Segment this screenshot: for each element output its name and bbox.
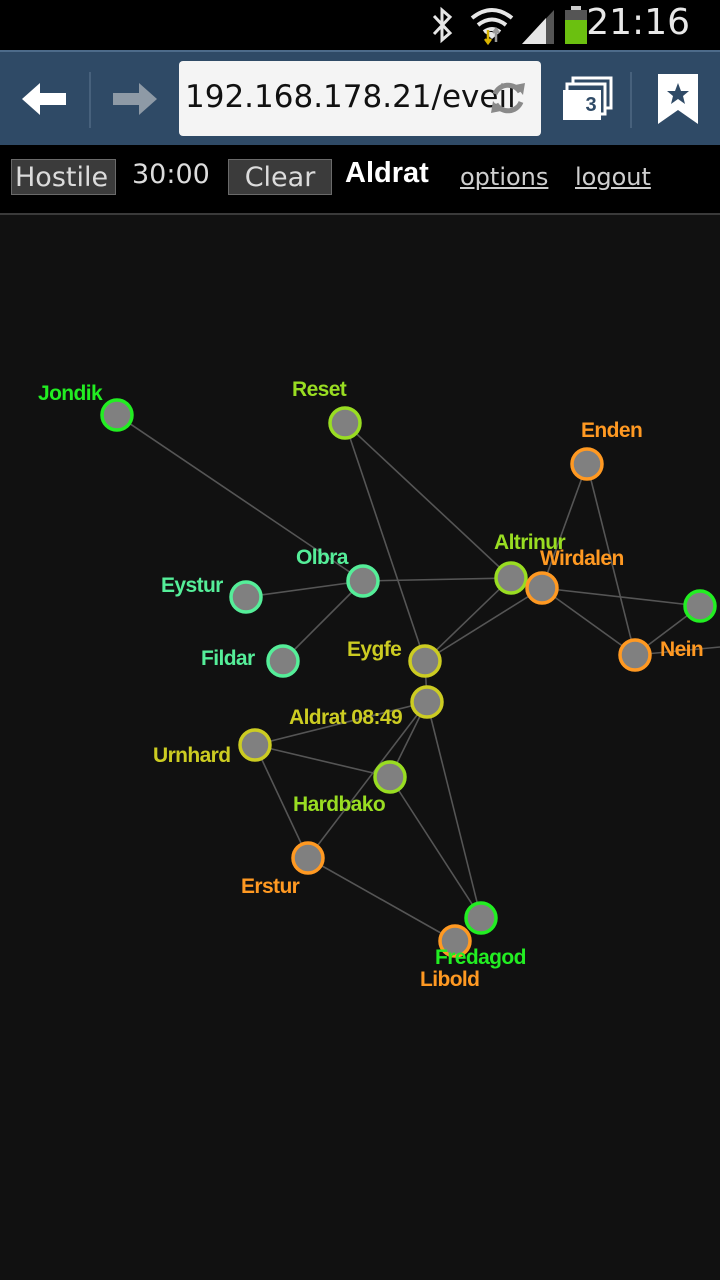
map-node-reset[interactable]: [328, 406, 362, 440]
logout-link[interactable]: logout: [575, 163, 651, 191]
tabs-icon: [563, 76, 613, 120]
map-node-urnhard[interactable]: [238, 728, 272, 762]
status-bar: 21:16: [0, 0, 720, 50]
map-node-edge_east[interactable]: [683, 589, 717, 623]
map-node-erstur[interactable]: [291, 841, 325, 875]
map-node-eystur[interactable]: [229, 580, 263, 614]
forward-button[interactable]: [92, 52, 178, 145]
options-link[interactable]: options: [460, 163, 549, 191]
back-button[interactable]: [0, 52, 88, 145]
map-link-hardbako-fredagod: [389, 776, 482, 919]
map-link-urnhard-erstur: [254, 744, 309, 859]
tabs-button[interactable]: 3: [548, 52, 628, 145]
map-node-nein[interactable]: [618, 638, 652, 672]
map-label-nein: Nein: [660, 638, 703, 661]
clear-button[interactable]: Clear: [228, 159, 332, 195]
toolbar-divider: [89, 72, 91, 128]
map-link-aldrat-urnhard: [254, 701, 428, 746]
wifi-icon: [470, 8, 514, 46]
map-label-eystur: Eystur: [161, 574, 223, 597]
map-label-reset: Reset: [292, 378, 347, 401]
map-label-wirdalen: Wirdalen: [540, 547, 624, 570]
map-node-fredagod[interactable]: [464, 901, 498, 935]
map-label-erstur: Erstur: [241, 875, 300, 898]
map-link-olbra-fildar: [282, 580, 364, 662]
map-node-jondik[interactable]: [100, 398, 134, 432]
map-node-altrinur[interactable]: [494, 561, 528, 595]
map-link-reset-eygfe: [344, 422, 426, 662]
map-link-reset-altrinur: [344, 422, 512, 579]
battery-icon: [565, 6, 587, 44]
browser-toolbar: 192.168.178.21/eveil 3: [0, 50, 720, 145]
game-header: Hostile 30:00 Clear Aldrat options logou…: [0, 145, 720, 215]
map-link-aldrat-fredagod: [426, 701, 482, 919]
bookmark-star-icon: [658, 73, 698, 124]
map-label-fredagod: Fredagod: [435, 946, 526, 969]
map-link-enden-nein: [586, 463, 636, 656]
bookmark-button[interactable]: [636, 52, 720, 145]
back-arrow-icon: [22, 82, 66, 115]
map-node-libold[interactable]: [438, 924, 472, 958]
map-link-erstur-libold: [307, 857, 456, 942]
map-label-eygfe: Eygfe: [347, 638, 401, 661]
reload-icon[interactable]: [489, 79, 527, 117]
map-link-wirdalen-nein: [541, 587, 636, 656]
map-node-eygfe[interactable]: [408, 644, 442, 678]
toolbar-divider: [630, 72, 632, 128]
map-link-wirdalen-eygfe: [424, 587, 543, 662]
map-link-altrinur-eygfe: [424, 577, 512, 662]
player-name: Aldrat: [345, 157, 429, 189]
map-link-olbra-eystur: [245, 580, 364, 598]
map-link-olbra-altrinur: [362, 577, 512, 582]
map-label-jondik: Jondik: [38, 382, 103, 405]
url-text[interactable]: 192.168.178.21/eveil: [185, 79, 516, 115]
map-node-enden[interactable]: [570, 447, 604, 481]
map-label-altrinur: Altrinur: [494, 531, 565, 554]
map-link-aldrat-erstur: [307, 701, 428, 859]
map-label-libold: Libold: [420, 968, 479, 991]
map-node-aldrat[interactable]: [410, 685, 444, 719]
map-label-fildar: Fildar: [201, 647, 255, 670]
signal-icon: [522, 10, 554, 44]
tab-count: 3: [585, 94, 597, 116]
map-link-jondik-olbra: [116, 414, 364, 582]
map-link-urnhard-hardbako: [254, 744, 391, 778]
hostile-button[interactable]: Hostile: [11, 159, 116, 195]
map-label-aldrat: Aldrat 08:49: [289, 706, 402, 729]
map-node-wirdalen[interactable]: [525, 571, 559, 605]
countdown-timer: 30:00: [132, 159, 210, 190]
map-link-wirdalen-edge_east: [541, 587, 701, 607]
url-bar[interactable]: 192.168.178.21/eveil: [179, 61, 541, 136]
map-node-hardbako[interactable]: [373, 760, 407, 794]
map-label-olbra: Olbra: [296, 546, 349, 569]
map-node-fildar[interactable]: [266, 644, 300, 678]
clock: 21:16: [586, 2, 690, 43]
map-label-urnhard: Urnhard: [153, 744, 230, 767]
map-label-hardbako: Hardbako: [293, 793, 385, 816]
map-node-olbra[interactable]: [346, 564, 380, 598]
bluetooth-icon: [432, 6, 453, 44]
forward-arrow-icon: [113, 82, 157, 115]
map-label-enden: Enden: [581, 419, 642, 442]
map-link-enden-wirdalen: [541, 463, 588, 589]
